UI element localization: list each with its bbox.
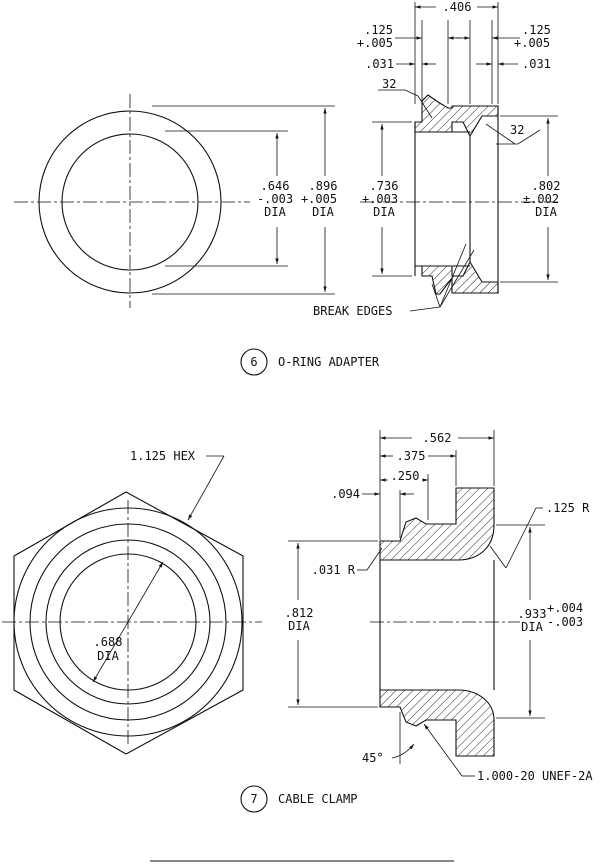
thread-label: 1.000-20 UNEF-2A xyxy=(477,769,593,783)
dim-overall-width: .406 xyxy=(443,0,472,14)
svg-text:±.002: ±.002 xyxy=(523,192,559,206)
dim-bore-dia: DIA xyxy=(264,205,286,219)
dim-bore-tol: -.003 xyxy=(257,192,293,206)
dim-overall-562: .562 xyxy=(423,431,452,445)
dim-933-tol-plus: +.004 xyxy=(547,601,583,615)
dim-933-tol-minus: -.003 xyxy=(547,615,583,629)
clamp-end-view xyxy=(2,455,262,755)
finish-mark-right: 32 xyxy=(510,123,524,137)
dim-left-groove-tol: +.005 xyxy=(357,36,393,50)
oring-end-view xyxy=(14,94,335,308)
clamp-section-bottom xyxy=(379,689,495,757)
clamp-callout-number: 7 xyxy=(250,792,257,806)
oring-callout-circle xyxy=(240,348,268,376)
svg-text:DIA: DIA xyxy=(373,205,395,219)
dim-bore-value: .646 xyxy=(261,179,290,193)
finish-mark-left: 32 xyxy=(382,77,396,91)
svg-text:+.003: +.003 xyxy=(362,192,398,206)
oring-title: O-RING ADAPTER xyxy=(278,355,380,369)
dim-933-dia: DIA xyxy=(521,620,543,634)
dim-groove-dia: .736 +.003 DIA xyxy=(362,179,399,219)
svg-text:.736: .736 xyxy=(370,179,399,193)
dim-outer: .896 +.005 DIA xyxy=(301,179,338,219)
oring-section-top xyxy=(414,94,499,138)
dim-375: .375 xyxy=(397,449,426,463)
clamp-section-view xyxy=(288,430,545,777)
clamp-callout-circle xyxy=(240,785,268,813)
dim-left-groove: .125 xyxy=(364,23,393,37)
dim-inner-dia: DIA xyxy=(97,649,119,663)
dim-bore: .646 -.003 DIA xyxy=(257,179,293,219)
angle-label: 45° xyxy=(362,751,384,765)
dim-outer-value: .896 xyxy=(309,179,338,193)
dim-812-value: .812 xyxy=(285,606,314,620)
dia-688-leader xyxy=(92,561,164,683)
dim-outer-tol: +.005 xyxy=(301,192,337,206)
hex-leader xyxy=(187,455,225,521)
dim-outer-dia: DIA xyxy=(312,205,334,219)
dim-right-step: .031 xyxy=(522,57,551,71)
radius-small: .031 R xyxy=(312,563,356,577)
dim-right-groove: .125 xyxy=(522,23,551,37)
dim-094: .094 xyxy=(331,487,360,501)
break-edges-note: BREAK EDGES xyxy=(313,304,392,318)
oring-callout-number: 6 xyxy=(250,355,257,369)
dim-250: .250 xyxy=(391,469,420,483)
hex-label: 1.125 HEX xyxy=(130,449,196,463)
dim-right-groove-tol: +.005 xyxy=(514,36,550,50)
dim-inner-value: .688 xyxy=(94,635,123,649)
svg-text:.802: .802 xyxy=(532,179,561,193)
clamp-title: CABLE CLAMP xyxy=(278,792,357,806)
dim-812-dia: DIA xyxy=(288,619,310,633)
dim-right-dia: .802 ±.002 DIA xyxy=(523,179,561,219)
clamp-section-top xyxy=(379,487,495,561)
dim-933-value: .933 xyxy=(518,607,547,621)
dim-left-step: .031 xyxy=(365,57,394,71)
radius-large: .125 R xyxy=(546,501,590,515)
hex-outline xyxy=(13,491,244,755)
oring-section-bottom xyxy=(415,260,499,295)
oring-section-view xyxy=(360,2,560,312)
svg-text:DIA: DIA xyxy=(535,205,557,219)
